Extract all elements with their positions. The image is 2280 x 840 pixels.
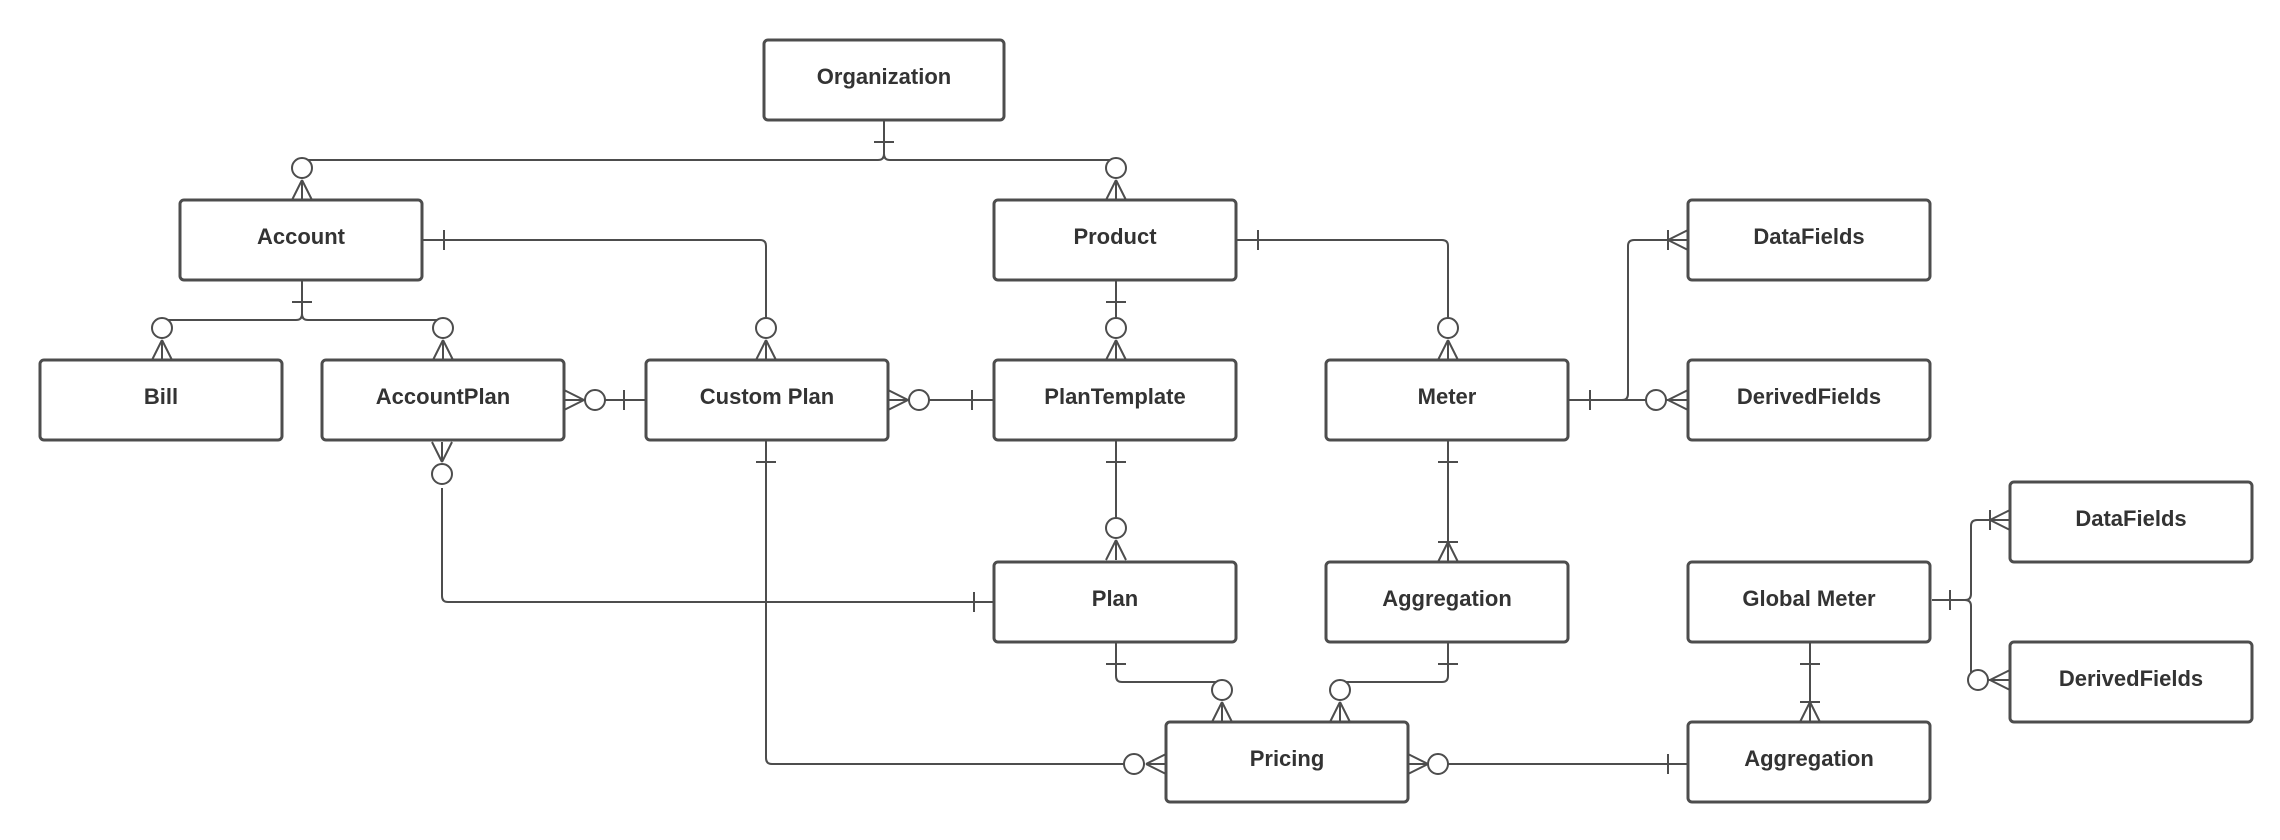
line-organization-account: [301, 120, 885, 168]
zero-circle: [431, 463, 453, 485]
zero-circle: [1967, 669, 1989, 691]
line-product-meter: [1236, 239, 1449, 328]
entity-plan[interactable]: Plan: [992, 560, 1238, 644]
zero-circle: [151, 317, 173, 339]
crow-foot: [1667, 389, 1689, 411]
crow-foot: [1105, 179, 1127, 201]
crow-foot: [1105, 339, 1127, 361]
zero-circle: [1211, 679, 1233, 701]
zero-circle: [1105, 317, 1127, 339]
crow-foot: [1329, 701, 1351, 723]
crow-foot: [1211, 701, 1233, 723]
entity-derivedfields-global[interactable]: DerivedFields: [2008, 640, 2254, 724]
entity-bill[interactable]: Bill: [38, 358, 284, 442]
entity-global-aggregation[interactable]: Aggregation: [1686, 720, 1932, 804]
crow-foot: [291, 179, 313, 201]
line-aggregation-pricing: [1339, 642, 1449, 690]
zero-circle: [1329, 679, 1351, 701]
crow-foot: [755, 339, 777, 361]
entity-derivedfields-meter[interactable]: DerivedFields: [1686, 358, 1932, 442]
entity-account[interactable]: Account: [178, 198, 424, 282]
entity-label: Bill: [144, 384, 178, 409]
entity-label: Account: [257, 224, 346, 249]
line-meter-datafields: [1621, 239, 1688, 401]
crow-foot: [1407, 753, 1429, 775]
entity-pricing[interactable]: Pricing: [1164, 720, 1410, 804]
line-globalmeter-derivedfields: [1964, 599, 2010, 681]
line-account-accountplan: [301, 313, 444, 328]
crow-foot: [151, 339, 173, 361]
zero-circle: [1105, 157, 1127, 179]
zero-circle: [291, 157, 313, 179]
entity-label: AccountPlan: [376, 384, 510, 409]
entity-account-plan[interactable]: AccountPlan: [320, 358, 566, 442]
entity-aggregation[interactable]: Aggregation: [1324, 560, 1570, 644]
crow-foot: [432, 339, 454, 361]
entity-label: Custom Plan: [700, 384, 834, 409]
zero-circle: [1427, 753, 1449, 775]
crow-foot: [1437, 541, 1459, 563]
line-organization-product: [883, 153, 1117, 168]
entity-label: Aggregation: [1744, 746, 1874, 771]
entity-product[interactable]: Product: [992, 198, 1238, 282]
entity-label: Pricing: [1250, 746, 1325, 771]
entity-label: Meter: [1418, 384, 1477, 409]
crow-foot: [1989, 509, 2011, 531]
zero-circle: [584, 389, 606, 411]
crow-foot: [431, 441, 453, 463]
entity-label: Organization: [817, 64, 951, 89]
entity-datafields-meter[interactable]: DataFields: [1686, 198, 1932, 282]
entity-plan-template[interactable]: PlanTemplate: [992, 358, 1238, 442]
entity-organization[interactable]: Organization: [762, 38, 1006, 122]
entity-label: DerivedFields: [1737, 384, 1881, 409]
entity-label: DataFields: [2075, 506, 2186, 531]
line-globalmeter-datafields: [1932, 519, 2010, 601]
entity-datafields-global[interactable]: DataFields: [2008, 480, 2254, 564]
zero-circle: [1123, 753, 1145, 775]
line-account-customplan: [422, 239, 767, 328]
crow-foot: [1799, 701, 1821, 723]
crow-foot: [1145, 753, 1167, 775]
zero-circle: [1645, 389, 1667, 411]
zero-circle: [1437, 317, 1459, 339]
entities: Organization Account Product Bill Accoun…: [38, 38, 2254, 804]
crow-foot: [887, 389, 909, 411]
line-customplan-pricing: [765, 440, 1126, 765]
entity-global-meter[interactable]: Global Meter: [1686, 560, 1932, 644]
cardinality-notation: [151, 141, 2011, 775]
entity-custom-plan[interactable]: Custom Plan: [644, 358, 890, 442]
entity-label: PlanTemplate: [1044, 384, 1185, 409]
zero-circle: [908, 389, 930, 411]
line-plan-accountplan: [441, 488, 994, 603]
entity-label: Global Meter: [1742, 586, 1876, 611]
crow-foot: [1105, 539, 1127, 561]
entity-label: Plan: [1092, 586, 1138, 611]
zero-circle: [432, 317, 454, 339]
entity-label: DataFields: [1753, 224, 1864, 249]
line-plan-pricing: [1115, 642, 1223, 690]
entity-label: Product: [1073, 224, 1157, 249]
zero-circle: [755, 317, 777, 339]
line-account-bill: [161, 280, 303, 328]
entity-label: Aggregation: [1382, 586, 1512, 611]
crow-foot: [1989, 669, 2011, 691]
crow-foot: [1667, 229, 1689, 251]
crow-foot: [1437, 339, 1459, 361]
entity-label: DerivedFields: [2059, 666, 2203, 691]
entity-meter[interactable]: Meter: [1324, 358, 1570, 442]
crow-foot: [563, 389, 585, 411]
zero-circle: [1105, 517, 1127, 539]
